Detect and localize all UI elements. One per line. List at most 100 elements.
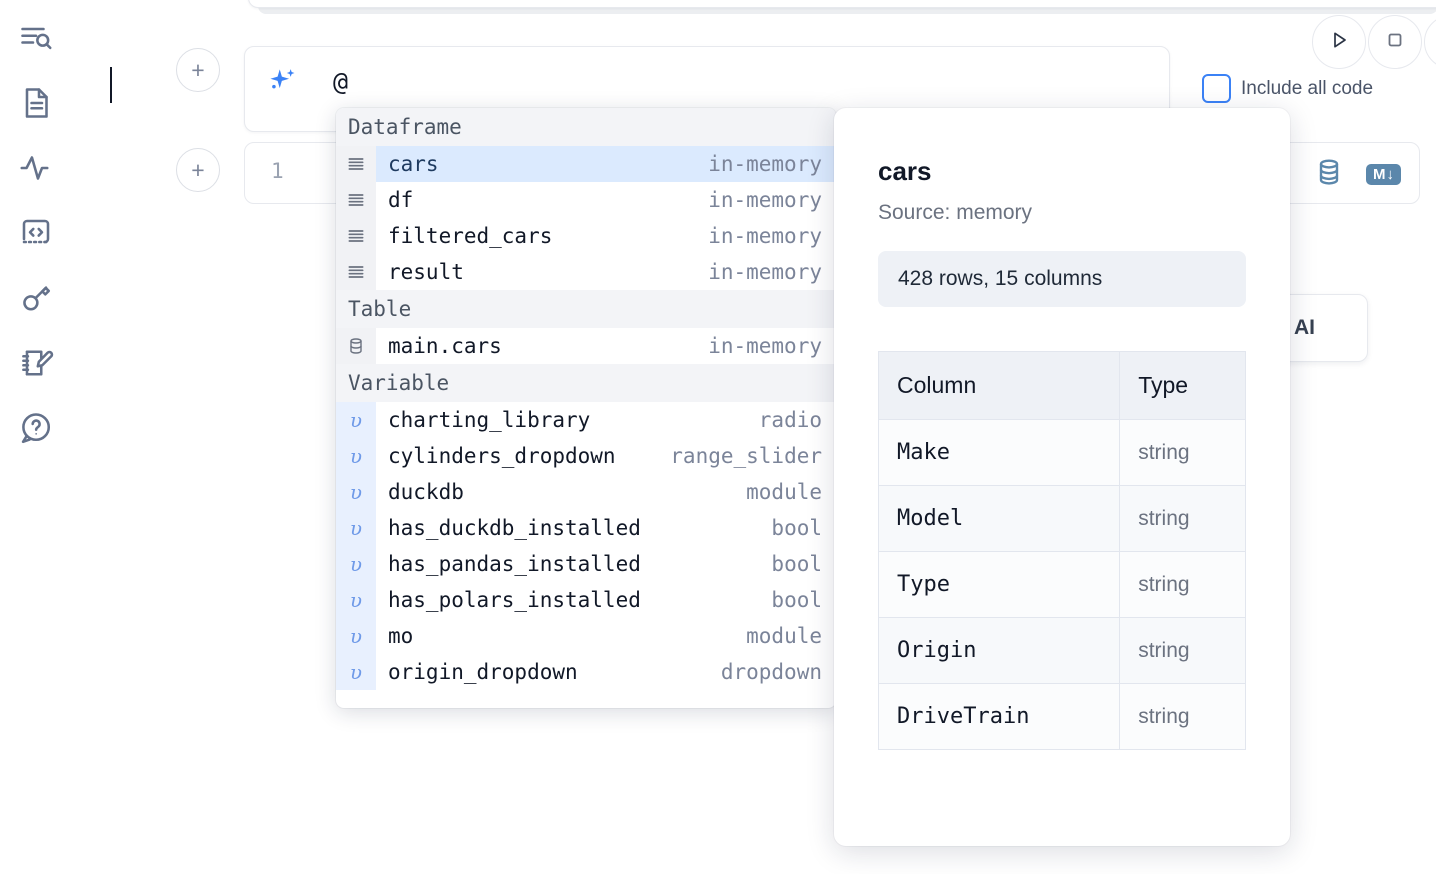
sidebar-item-secrets[interactable] (12, 274, 60, 322)
autocomplete-item-kind: range_slider (670, 444, 822, 468)
stop-button[interactable] (1368, 15, 1422, 69)
dataframe-preview-panel: cars Source: memory 428 rows, 15 columns… (834, 108, 1290, 846)
autocomplete-item-kind: bool (771, 516, 822, 540)
autocomplete-item-name: has_polars_installed (388, 588, 641, 612)
plus-icon: + (191, 156, 205, 183)
activity-pulse-icon (18, 150, 54, 186)
markdown-badge[interactable]: M↓ (1366, 164, 1401, 185)
schema-column-name: Make (877, 419, 1121, 486)
explore-outline-icon (18, 20, 54, 56)
cell-icon-group: M↓ (1314, 157, 1401, 192)
sidebar-item-activity[interactable] (12, 144, 60, 192)
autocomplete-item-kind: in-memory (708, 260, 822, 284)
schema-column-name: Model (877, 485, 1121, 552)
schema-column-type: string (1119, 485, 1246, 552)
variable-upsilon-icon: υ (336, 402, 376, 438)
variable-upsilon-icon: υ (336, 654, 376, 690)
dataframe-rows-icon (336, 254, 376, 290)
autocomplete-item-kind: in-memory (708, 152, 822, 176)
include-all-code-checkbox[interactable] (1202, 74, 1231, 103)
previous-cell-stub (248, 0, 1436, 8)
sidebar-item-snippets[interactable] (12, 209, 60, 257)
schema-column-type: string (1119, 683, 1246, 750)
left-sidebar (0, 0, 72, 874)
help-question-icon (18, 410, 54, 446)
autocomplete-item-body: cars in-memory (376, 146, 836, 182)
add-cell-button-top[interactable]: + (176, 48, 220, 92)
markdown-badge-arrow: ↓ (1386, 166, 1395, 183)
autocomplete-item-body: has_polars_installed bool (376, 582, 836, 618)
autocomplete-item-name: has_pandas_installed (388, 552, 641, 576)
autocomplete-item-result[interactable]: result in-memory (336, 254, 836, 290)
schema-column-type: string (1119, 617, 1246, 684)
schema-column-type: string (1119, 551, 1246, 618)
ai-sparkle-icon (265, 66, 299, 100)
add-cell-button-bottom[interactable]: + (176, 148, 220, 192)
text-caret (110, 67, 112, 103)
column-header-type: Type (1119, 351, 1246, 420)
autocomplete-item-kind: module (746, 480, 822, 504)
sidebar-item-help[interactable] (12, 404, 60, 452)
autocomplete-item-name: result (388, 260, 464, 284)
variable-upsilon-icon: υ (336, 546, 376, 582)
autocomplete-item-name: mo (388, 624, 414, 648)
autocomplete-item-body: origin_dropdown dropdown (376, 654, 836, 690)
markdown-badge-letter: M (1373, 166, 1386, 183)
variable-upsilon-icon: υ (336, 582, 376, 618)
preview-stats: 428 rows, 15 columns (878, 251, 1246, 307)
variable-upsilon-icon: υ (336, 510, 376, 546)
sidebar-item-explore[interactable] (12, 14, 60, 62)
preview-title: cars (878, 156, 932, 186)
include-all-code-label: Include all code (1241, 77, 1374, 99)
schema-column-name: DriveTrain (877, 683, 1121, 750)
autocomplete-item-name: charting_library (388, 408, 591, 432)
run-button[interactable] (1312, 15, 1366, 69)
schema-column-name: Origin (877, 617, 1121, 684)
autocomplete-item-kind: in-memory (708, 334, 822, 358)
autocomplete-item-kind: in-memory (708, 188, 822, 212)
sidebar-item-scratchpad[interactable] (12, 339, 60, 387)
autocomplete-item-cars[interactable]: cars in-memory (336, 146, 836, 182)
more-actions-button[interactable] (1424, 15, 1436, 69)
autocomplete-item-name: cars (388, 152, 439, 176)
preview-source: Source: memory (878, 201, 1033, 224)
autocomplete-item-body: result in-memory (376, 254, 836, 290)
ai-prompt-input[interactable]: @ (333, 67, 349, 96)
sidebar-item-file[interactable] (12, 79, 60, 127)
file-document-icon (18, 85, 54, 121)
autocomplete-item-kind: module (746, 624, 822, 648)
database-icon[interactable] (1314, 157, 1344, 192)
autocomplete-item-origin-dropdown[interactable]: υ origin_dropdown dropdown (336, 654, 836, 690)
autocomplete-item-name: origin_dropdown (388, 660, 578, 684)
line-number: 1 (271, 159, 284, 183)
autocomplete-item-has-polars-installed[interactable]: υ has_polars_installed bool (336, 582, 836, 618)
autocomplete-item-kind: dropdown (720, 660, 822, 684)
autocomplete-item-name: duckdb (388, 480, 464, 504)
autocomplete-item-kind: in-memory (708, 224, 822, 248)
autocomplete-item-body: duckdb module (376, 474, 836, 510)
autocomplete-item-kind: bool (771, 588, 822, 612)
top-cell-shadow (258, 6, 1436, 14)
include-all-code-row[interactable]: Include all code (1202, 74, 1373, 103)
dataframe-rows-icon (336, 182, 376, 218)
schema-column-type: string (1119, 419, 1246, 486)
variable-upsilon-icon: υ (336, 618, 376, 654)
autocomplete-item-body: mo module (376, 618, 836, 654)
